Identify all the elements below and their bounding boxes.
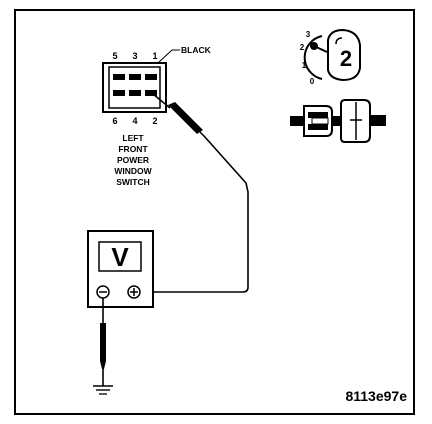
connector-inner-shell bbox=[108, 66, 161, 109]
wire-color-label: BLACK bbox=[181, 45, 212, 55]
pin-label-1: 1 bbox=[152, 51, 157, 61]
terminal-1 bbox=[145, 74, 157, 80]
connector-caption-line-3: POWER bbox=[117, 155, 149, 165]
window-switch-connector: 5 3 1 6 4 2 BLACK LEFT FRONT POWER WINDO… bbox=[102, 45, 212, 187]
connector-caption-line-5: SWITCH bbox=[116, 177, 150, 187]
probe-lead-wire bbox=[140, 135, 249, 293]
terminal-6 bbox=[113, 90, 125, 96]
connector-body bbox=[102, 62, 167, 113]
figure-id: 8113e97e bbox=[345, 388, 407, 404]
ground-symbol-icon bbox=[93, 385, 113, 395]
pin-label-2: 2 bbox=[152, 116, 157, 126]
terminal-5 bbox=[113, 74, 125, 80]
connector-caption-line-4: WINDOW bbox=[114, 166, 152, 176]
test-probe-icon bbox=[152, 93, 206, 138]
wire-color-leader bbox=[157, 49, 180, 64]
ignition-key-icon: 3 2 1 0 2 bbox=[300, 28, 361, 86]
key-selected-position: 2 bbox=[340, 46, 352, 71]
pin-label-4: 4 bbox=[132, 116, 137, 126]
pin-label-3: 3 bbox=[132, 51, 137, 61]
pin-label-6: 6 bbox=[112, 116, 117, 126]
ground-lead bbox=[100, 298, 106, 386]
voltmeter-display-symbol: V bbox=[111, 242, 129, 272]
connector-caption-line-1: LEFT bbox=[122, 133, 144, 143]
key-position-1: 1 bbox=[302, 61, 307, 70]
connector-caption-line-2: FRONT bbox=[118, 144, 148, 154]
diagram-frame bbox=[14, 9, 415, 415]
key-position-2: 2 bbox=[300, 43, 305, 52]
key-position-3: 3 bbox=[306, 30, 311, 39]
pin-label-5: 5 bbox=[112, 51, 117, 61]
key-position-0: 0 bbox=[310, 77, 315, 86]
connector-pair-icon bbox=[290, 99, 386, 143]
voltmeter: V bbox=[87, 230, 154, 308]
voltmeter-display bbox=[98, 241, 142, 272]
terminal-3 bbox=[129, 74, 141, 80]
terminal-2 bbox=[145, 90, 157, 96]
terminal-4 bbox=[129, 90, 141, 96]
